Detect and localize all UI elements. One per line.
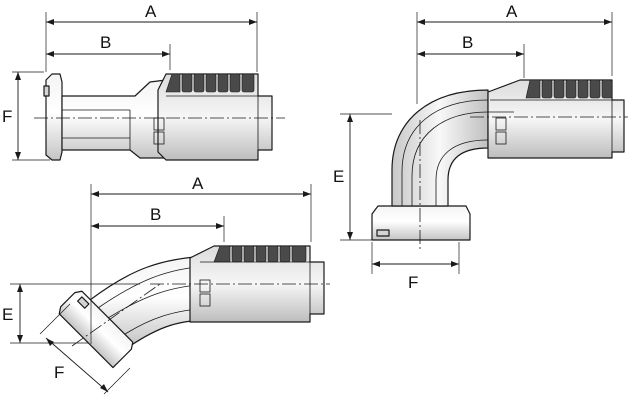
elbow90-flange: [371, 205, 471, 241]
dimension-f-label: F: [54, 363, 64, 382]
elbow-45-fitting: [58, 245, 330, 369]
straight-crimp-teeth: [165, 73, 255, 93]
straight-fitting: [34, 73, 285, 161]
straight-dimensions: [12, 12, 258, 161]
dimension-f-label: F: [408, 273, 418, 292]
dimension-a-label: A: [506, 2, 518, 21]
elbow90-ferrule: [487, 79, 625, 159]
elbow45-crimp-teeth: [213, 245, 307, 263]
elbow45-dimensions: [10, 184, 312, 395]
dimension-a-label: A: [192, 174, 204, 193]
straight-stem: [61, 79, 167, 159]
dimension-e-label: E: [333, 167, 344, 186]
elbow45-centerline-angled: [71, 283, 161, 347]
straight-flange: [45, 73, 63, 161]
dimension-f-label: F: [2, 107, 12, 126]
elbow90-crimp-teeth: [525, 79, 613, 99]
elbow90-dimensions: [340, 12, 613, 274]
dimension-e-label: E: [2, 305, 13, 324]
dimension-b-label: B: [100, 33, 111, 52]
dimension-a-label: A: [145, 2, 157, 21]
elbow-90-fitting: [371, 79, 628, 250]
straight-flange-lip: [43, 85, 50, 97]
elbow90-bend: [391, 89, 489, 207]
dimension-b-label: B: [150, 205, 161, 224]
dimension-b-label: B: [462, 33, 473, 52]
